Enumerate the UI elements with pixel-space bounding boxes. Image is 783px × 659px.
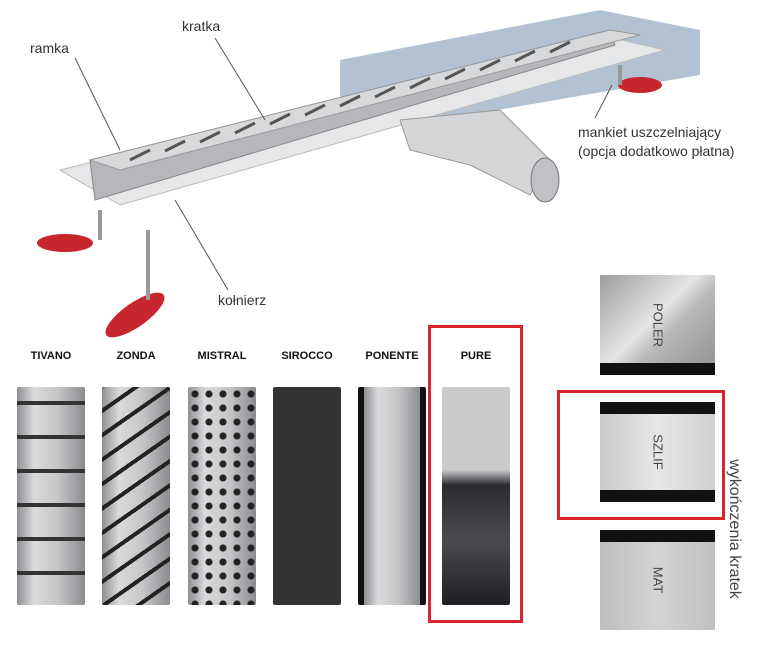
leader-lines [74, 37, 613, 291]
grate-top [88, 29, 641, 171]
label-kratka: kratka [182, 18, 221, 34]
outlet-pipe [399, 109, 551, 196]
grate-pure[interactable] [442, 387, 510, 605]
grate-zonda[interactable] [102, 387, 170, 605]
grate-tivano[interactable] [17, 387, 85, 605]
grate-slots [129, 40, 571, 162]
label-kolnierz: kołnierz [218, 292, 267, 308]
grate-mistral[interactable] [188, 387, 256, 605]
grate-sirocco[interactable] [273, 387, 341, 605]
finish-szlif[interactable]: SZLIF [600, 402, 715, 502]
finish-name-mat: MAT [650, 566, 665, 594]
grate-name-ponente: PONENTE [365, 350, 419, 362]
finish-poler[interactable]: POLER [600, 275, 715, 375]
drain-illustration [37, 10, 700, 338]
label-ramka: ramka [30, 40, 69, 56]
grate-name-pure: PURE [460, 350, 492, 362]
finish-mat[interactable]: MAT [600, 530, 715, 630]
grate-name-sirocco: SIROCCO [281, 350, 333, 362]
grate-name-zonda: ZONDA [116, 350, 156, 362]
finishes-title: wykończenia kratek [725, 459, 743, 599]
outlet-opening [530, 157, 560, 203]
grate-name-tivano: TIVANO [30, 350, 72, 362]
szlif-highlight-box [557, 390, 725, 520]
grate-name-mistral: MISTRAL [197, 350, 247, 362]
grate-ponente[interactable] [358, 387, 426, 605]
label-mankiet: mankiet uszczelniający [578, 124, 722, 140]
pure-highlight-box [428, 325, 523, 623]
label-mankiet-note: (opcja dodatkowo płatna) [578, 143, 735, 159]
finish-name-poler: POLER [650, 302, 665, 348]
leveling-feet [37, 77, 662, 338]
